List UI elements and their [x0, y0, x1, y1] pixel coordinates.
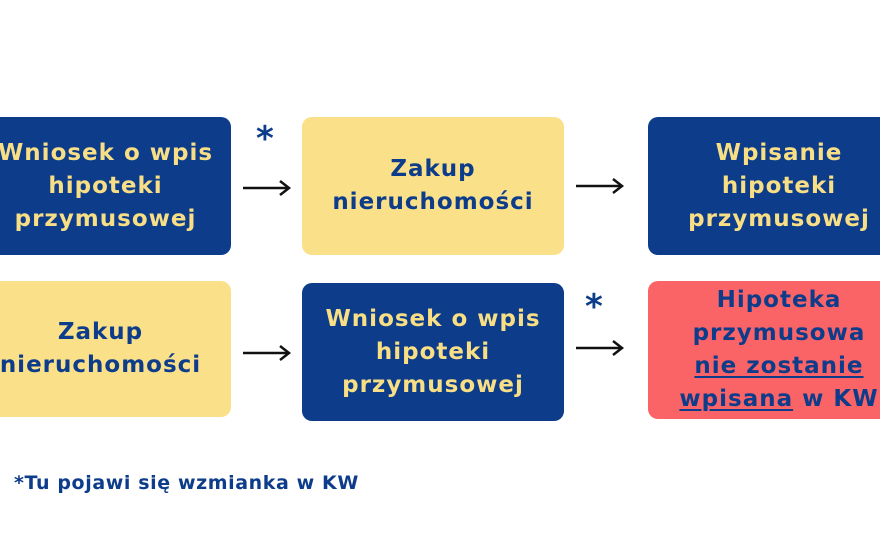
- box-line: przymusowej: [688, 205, 870, 232]
- box-line: hipoteki: [48, 172, 163, 199]
- box-wpisanie-row1: Wpisanie hipoteki przymusowej: [648, 117, 880, 255]
- asterisk-marker: *: [585, 287, 603, 327]
- arrow-right-icon: [576, 340, 625, 356]
- box-line: nieruchomości: [332, 189, 534, 215]
- box-line: hipoteki: [375, 338, 491, 365]
- box-line-underlined: nie zostanie: [694, 353, 864, 379]
- arrow-right-icon: [243, 345, 292, 361]
- footnote: *Tu pojawi się wzmianka w KW: [14, 472, 359, 494]
- arrow-right-icon: [576, 178, 625, 194]
- box-line: przymusowa: [692, 320, 866, 346]
- asterisk-marker: *: [256, 119, 274, 159]
- box-line: w KW: [793, 386, 879, 412]
- box-line: hipoteki: [721, 172, 837, 199]
- box-line: Zakup: [390, 156, 476, 182]
- box-line: Wniosek o wpis: [0, 139, 214, 166]
- box-hipoteka-nie-wpisana: Hipoteka przymusowa nie zostanie wpisana…: [648, 281, 880, 419]
- box-line: Wpisanie: [715, 139, 843, 166]
- box-line: przymusowej: [14, 205, 197, 232]
- arrow-right-icon: [243, 180, 292, 196]
- box-zakup-row1: Zakup nieruchomości: [302, 117, 564, 255]
- box-wniosek-row1: Wniosek o wpis hipoteki przymusowej: [0, 117, 231, 255]
- box-line: przymusowej: [342, 371, 524, 398]
- box-wniosek-row2: Wniosek o wpis hipoteki przymusowej: [302, 283, 564, 421]
- box-line: Wniosek o wpis: [325, 305, 541, 332]
- box-zakup-row2: Zakup nieruchomości: [0, 281, 231, 417]
- box-line: Zakup: [57, 319, 144, 345]
- box-line: nieruchomości: [0, 352, 202, 378]
- box-line: Hipoteka: [716, 287, 842, 313]
- box-line-underlined: wpisana: [679, 386, 794, 412]
